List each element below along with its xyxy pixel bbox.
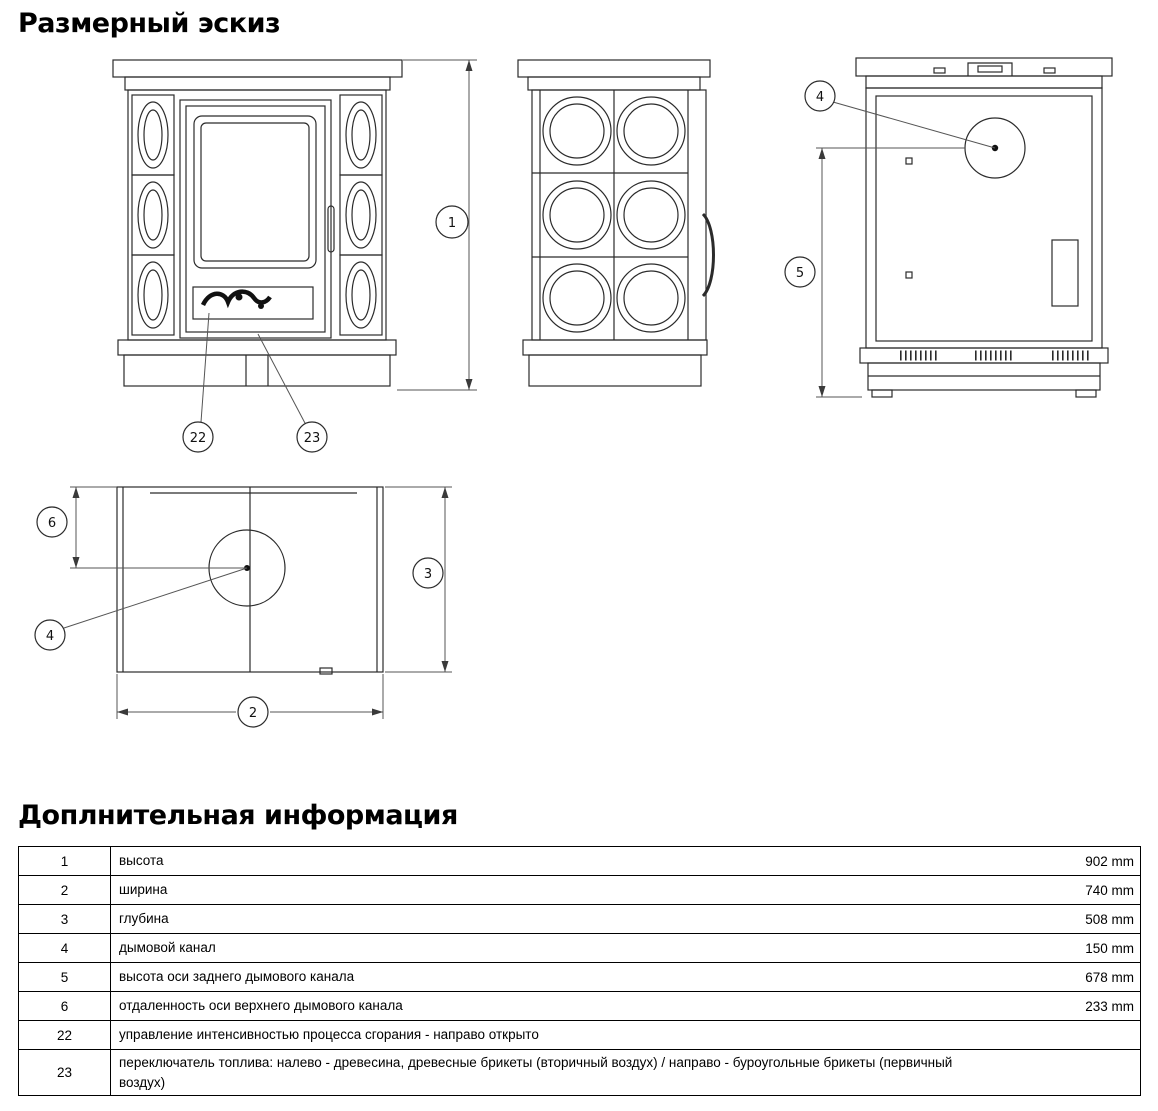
table-row: 1 высота 902 mm xyxy=(19,847,1140,875)
callout-3-circle xyxy=(412,557,444,589)
callout-23-circle xyxy=(296,421,328,453)
row-number: 22 xyxy=(19,1021,111,1049)
side-handle xyxy=(701,212,715,298)
row-number: 1 xyxy=(19,847,111,875)
callout-4-top-label: 4 xyxy=(46,629,54,644)
row-description: управление интенсивностью процесса сгора… xyxy=(119,1027,539,1043)
row-number: 6 xyxy=(19,992,111,1020)
row-content: высота 902 mm xyxy=(111,847,1140,875)
callout-2-circle xyxy=(237,696,269,728)
back-view-drawing xyxy=(855,57,1113,398)
callout-4-back-label: 4 xyxy=(816,90,824,105)
table-row: 22 управление интенсивностью процесса сг… xyxy=(19,1020,1140,1049)
side-view-drawing xyxy=(517,59,715,387)
table-row: 4 дымовой канал 150 mm xyxy=(19,933,1140,962)
front-view-drawing xyxy=(112,59,403,387)
row-description: высота оси заднего дымового канала xyxy=(119,969,355,985)
row-content: высота оси заднего дымового канала 678 m… xyxy=(111,963,1140,991)
callout-22-circle xyxy=(182,421,214,453)
page-title: Размерный эскиз xyxy=(18,8,281,39)
door-handle xyxy=(327,205,335,253)
rear-outlet-panel xyxy=(1051,239,1079,307)
row-value: 233 mm xyxy=(1085,998,1134,1014)
row-number: 5 xyxy=(19,963,111,991)
row-number: 3 xyxy=(19,905,111,933)
row-value: 508 mm xyxy=(1085,911,1134,927)
callout-6-circle xyxy=(36,506,68,538)
row-value: 150 mm xyxy=(1085,940,1134,956)
table-row: 2 ширина 740 mm xyxy=(19,875,1140,904)
row-content: глубина 508 mm xyxy=(111,905,1140,933)
top-view-drawing xyxy=(116,486,384,675)
row-number: 4 xyxy=(19,934,111,962)
dimension-lines xyxy=(63,59,996,719)
row-number: 2 xyxy=(19,876,111,904)
callout-labels: 1 22 23 4 5 6 4 3 2 xyxy=(46,90,824,721)
grille-band xyxy=(192,286,314,320)
row-description: дымовой канал xyxy=(119,940,216,956)
callout-6-label: 6 xyxy=(48,516,56,531)
table-row: 5 высота оси заднего дымового канала 678… xyxy=(19,962,1140,991)
dimension-arrows xyxy=(72,60,826,716)
info-section-title: Доплнительная информация xyxy=(18,800,458,831)
door-glass xyxy=(193,115,317,269)
row-value: 740 mm xyxy=(1085,882,1134,898)
callout-23-label: 23 xyxy=(304,431,321,446)
callout-22-label: 22 xyxy=(190,431,207,446)
row-content: управление интенсивностью процесса сгора… xyxy=(111,1021,1140,1049)
table-row: 3 глубина 508 mm xyxy=(19,904,1140,933)
row-description: отдаленность оси верхнего дымового канал… xyxy=(119,998,403,1014)
dimensional-sketch: 1 22 23 4 5 6 4 3 2 xyxy=(34,57,1113,728)
row-content: ширина 740 mm xyxy=(111,876,1140,904)
table-row: 6 отдаленность оси верхнего дымового кан… xyxy=(19,991,1140,1020)
dimensions-table: 1 высота 902 mm 2 ширина 740 mm 3 глубин… xyxy=(18,846,1141,1097)
callout-4-back-circle xyxy=(804,80,836,112)
row-value: 678 mm xyxy=(1085,969,1134,985)
row-number: 23 xyxy=(19,1050,111,1096)
row-description: высота xyxy=(119,853,164,869)
callout-5-circle xyxy=(784,256,816,288)
callout-2-label: 2 xyxy=(249,706,257,721)
callout-5-label: 5 xyxy=(796,266,804,281)
row-description: переключатель топлива: налево - древесин… xyxy=(119,1055,953,1090)
row-content: отдаленность оси верхнего дымового канал… xyxy=(111,992,1140,1020)
callout-3-label: 3 xyxy=(424,567,432,582)
row-value: 902 mm xyxy=(1085,853,1134,869)
row-description: ширина xyxy=(119,882,168,898)
row-content: дымовой канал 150 mm xyxy=(111,934,1140,962)
callout-1-label: 1 xyxy=(448,216,456,231)
table-row: 23 переключатель топлива: налево - древе… xyxy=(19,1049,1140,1096)
callout-1-circle xyxy=(435,205,469,239)
callout-circles xyxy=(34,80,836,728)
row-description: глубина xyxy=(119,911,169,927)
callout-4-top-circle xyxy=(34,619,66,651)
row-content: переключатель топлива: налево - древесин… xyxy=(111,1050,1140,1095)
